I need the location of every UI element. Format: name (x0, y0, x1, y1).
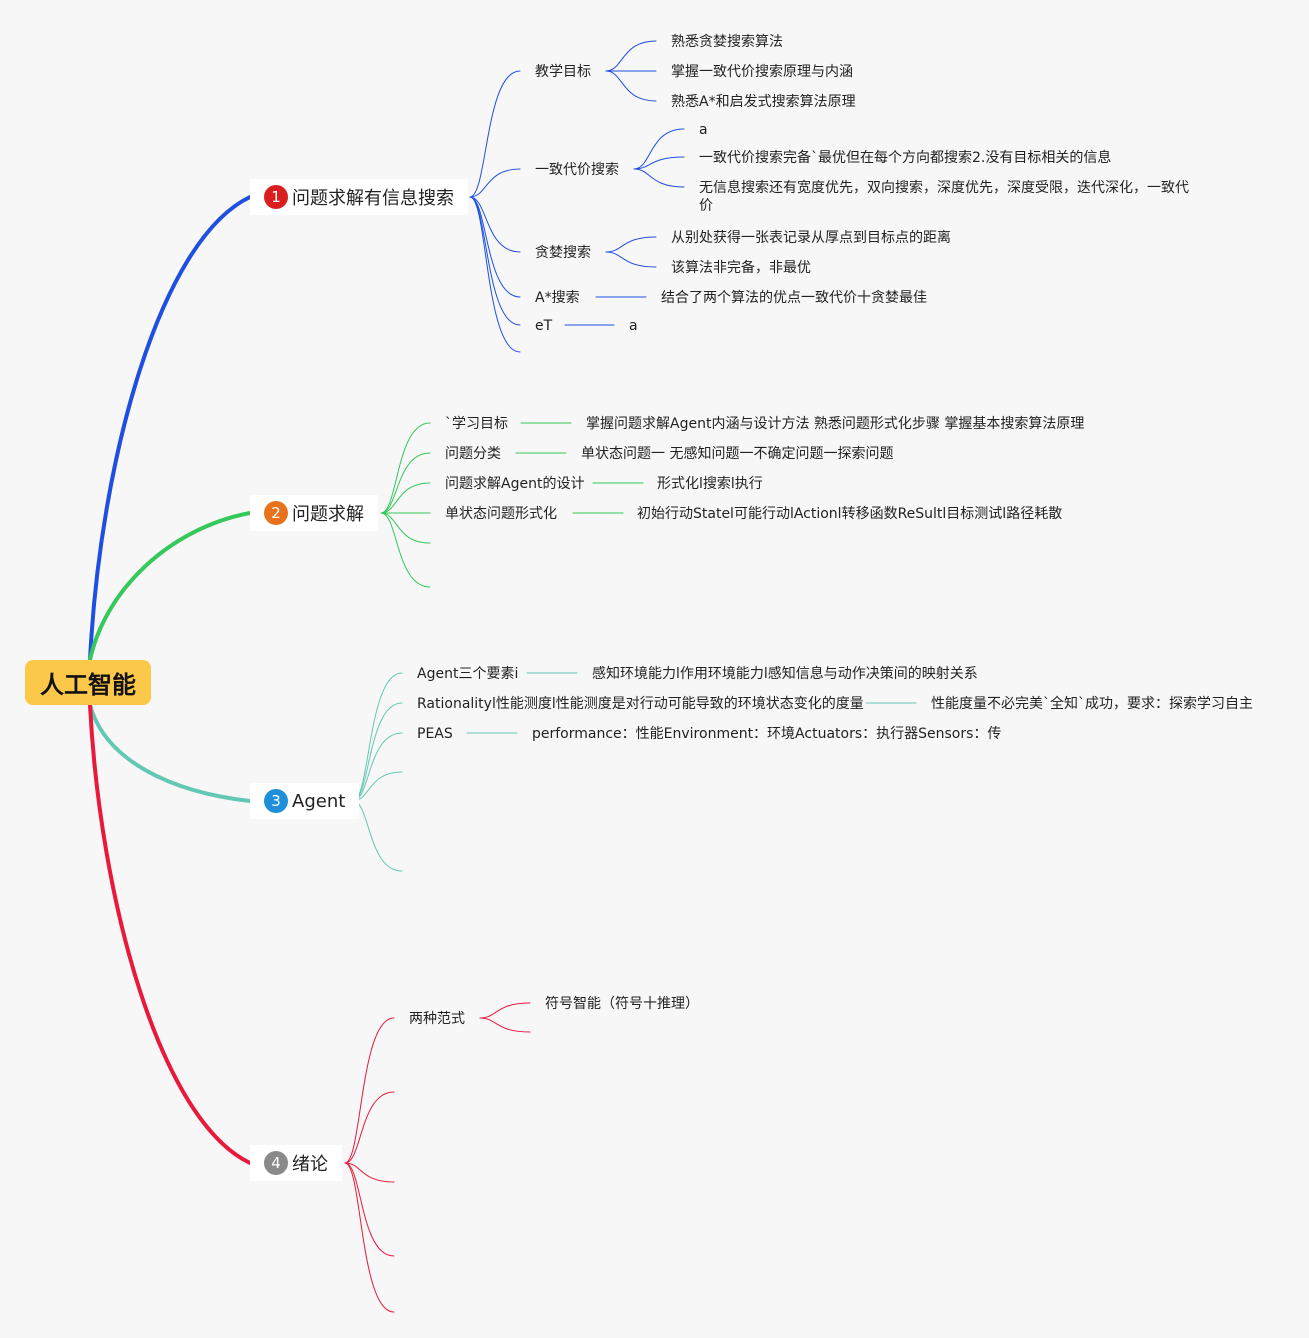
topic-title: Agent (292, 790, 346, 812)
subtopic-agent-design[interactable]: 问题求解Agent的设计 (445, 476, 585, 492)
branch-connector (352, 672, 403, 802)
leaf-item[interactable]: 形式化l搜索l执行 (657, 476, 763, 492)
leaf-item[interactable]: performance：性能Environment：环境Actuators：执行… (532, 726, 1002, 742)
topic-problem-solving[interactable]: 2 问题求解 (250, 495, 378, 531)
leaf-item[interactable]: 该算法非完备，非最优 (671, 260, 811, 276)
leaf-item[interactable]: a (629, 318, 638, 334)
subtopic-peas[interactable]: PEAS (417, 726, 453, 742)
branch-connector (380, 512, 431, 544)
subtopic-greedy-search[interactable]: 贪婪搜索 (535, 245, 591, 261)
topic-agent[interactable]: 3 Agent (250, 783, 360, 819)
number-badge-3: 3 (264, 789, 288, 813)
branch-connector (633, 128, 685, 170)
leaf-item[interactable]: 一致代价搜索完备`最优但在每个方向都搜索2.没有目标相关的信息 (699, 150, 1112, 166)
subtopic-agent-elements[interactable]: Agent三个要素i (417, 666, 519, 682)
branch-connector (380, 512, 431, 588)
branch-connector (380, 422, 431, 514)
subtopic-astar-search[interactable]: A*搜索 (535, 290, 580, 306)
leaf-item[interactable]: 感知环境能力l作用环境能力l感知信息与动作决策间的映射关系 (592, 666, 978, 682)
trunk-connector-4 (88, 703, 252, 1165)
branch-connector (605, 236, 657, 253)
branch-connector (380, 482, 431, 514)
subtopic-uniform-cost-search[interactable]: 一致代价搜索 (535, 162, 619, 178)
leaf-item[interactable]: 单状态问题一 无感知问题一不确定问题一探索问题 (581, 446, 894, 462)
subtopic-formalization[interactable]: 单状态问题形式化 (445, 506, 557, 522)
branch-connector (352, 771, 403, 802)
subtopic-two-paradigms[interactable]: 两种范式 (409, 1011, 465, 1027)
root-topic[interactable]: 人工智能 (25, 660, 151, 705)
branch-connector (479, 1017, 531, 1033)
branch-connector (469, 196, 521, 253)
branch-connector (605, 40, 657, 72)
leaf-item[interactable]: 符号智能（符号十推理） (545, 996, 699, 1012)
branch-connector (469, 196, 521, 353)
leaf-item[interactable]: 性能度量不必完美`全知`成功，要求：探索学习自主 (931, 696, 1253, 712)
branch-connector (344, 1091, 395, 1164)
subtopic-rationality[interactable]: Rationalityl性能测度l性能测度是对行动可能导致的环境状态变化的度量 (417, 696, 864, 712)
branch-connector (469, 196, 521, 326)
branch-connector (469, 168, 521, 198)
branch-connector (633, 156, 685, 170)
branch-connector (344, 1162, 395, 1257)
branch-connector (469, 70, 521, 198)
leaf-item[interactable]: 熟悉贪婪搜索算法 (671, 34, 783, 50)
branch-connector (479, 1002, 531, 1019)
branch-connector (469, 196, 521, 298)
branch-connector (344, 1162, 395, 1183)
branch-connector (633, 168, 685, 188)
subtopic-et[interactable]: eT (535, 318, 553, 334)
branch-connector (344, 1017, 395, 1164)
topic-title: 问题求解 (292, 504, 364, 525)
topic-title: 绪论 (292, 1154, 328, 1175)
subtopic-teaching-goals[interactable]: 教学目标 (535, 64, 591, 80)
branch-connector (352, 800, 403, 872)
leaf-item[interactable]: 从别处获得一张表记录从厚点到目标点的距离 (671, 230, 951, 246)
trunk-connector-3 (88, 703, 252, 803)
subtopic-problem-types[interactable]: 问题分类 (445, 446, 501, 462)
branch-connector (344, 1162, 395, 1313)
trunk-connector-2 (88, 511, 252, 662)
trunk-connector-1 (88, 195, 252, 662)
number-badge-2: 2 (264, 501, 288, 525)
leaf-item[interactable]: 掌握一致代价搜索原理与内涵 (671, 64, 853, 80)
topic-title: 问题求解有信息搜索 (292, 188, 454, 209)
leaf-item[interactable]: 初始行动Statel可能行动lActionl转移函数ReSultl目标测试l路径… (637, 506, 1063, 522)
leaf-item[interactable]: 无信息搜索还有宽度优先，双向搜索，深度优先，深度受限，迭代深化，一致代价 (699, 180, 1189, 214)
branch-connector (380, 452, 431, 514)
topic-informed-search[interactable]: 1 问题求解有信息搜索 (250, 179, 468, 215)
branch-connector (605, 70, 657, 102)
leaf-item[interactable]: a (699, 122, 708, 138)
branch-connector (605, 251, 657, 268)
subtopic-learning-goals[interactable]: `学习目标 (445, 416, 508, 432)
leaf-item[interactable]: 结合了两个算法的优点一致代价十贪婪最佳 (661, 290, 927, 306)
topic-introduction[interactable]: 4 绪论 (250, 1145, 342, 1181)
number-badge-4: 4 (264, 1151, 288, 1175)
leaf-item[interactable]: 熟悉A*和启发式搜索算法原理 (671, 94, 856, 110)
leaf-item[interactable]: 掌握问题求解Agent内涵与设计方法 熟悉问题形式化步骤 掌握基本搜索算法原理 (586, 416, 1085, 432)
number-badge-1: 1 (264, 185, 288, 209)
